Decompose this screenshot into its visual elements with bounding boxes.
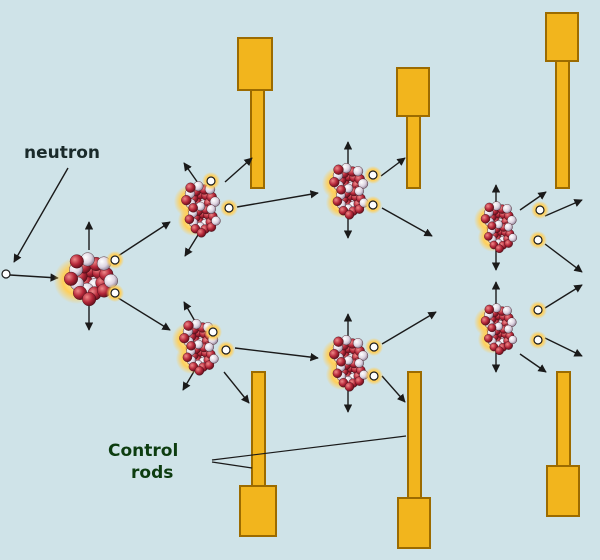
arrow: [183, 162, 199, 184]
arrow: [544, 199, 583, 217]
fission-nucleus-lower: [477, 322, 518, 356]
arrow: [519, 191, 547, 211]
fission-nucleus-lower: [177, 201, 221, 238]
emitted-neutron: [220, 199, 238, 217]
arrow: [381, 207, 433, 237]
emitted-neutron: [204, 323, 222, 341]
arrows: [9, 141, 583, 413]
control-rods-label-line2: rods: [131, 463, 173, 483]
control-rod: [546, 371, 580, 517]
fission-nucleus-lower: [325, 183, 369, 220]
arrow: [544, 337, 583, 357]
arrow: [183, 301, 197, 324]
fission-nucleus-lower: [175, 339, 219, 376]
arrow: [519, 353, 547, 373]
control-rods-label-line1: Control: [108, 441, 178, 461]
neutron-label: neutron: [24, 143, 100, 163]
emitted-neutron: [106, 251, 124, 269]
arrow: [224, 157, 253, 183]
emitted-neutron: [202, 172, 220, 190]
rods-pointer: [211, 435, 407, 461]
nucleus: [53, 252, 118, 307]
emitted-neutron: [364, 196, 382, 214]
emitted-neutron: [217, 341, 235, 359]
emitted-neutron: [106, 284, 124, 302]
arrow: [234, 347, 319, 362]
emitted-neutron: [365, 367, 383, 385]
arrow: [184, 234, 199, 257]
fission-nucleus-lower: [325, 355, 369, 392]
emitted-neutron: [365, 338, 383, 356]
arrow: [114, 295, 171, 331]
rods-pointer: [211, 461, 253, 469]
emitted-neutron: [531, 201, 549, 219]
control-rod: [239, 371, 277, 537]
emitted-neutron: [529, 301, 547, 319]
nuclei-layer: [53, 163, 549, 392]
control-rod: [237, 37, 273, 189]
emitted-neutron: [529, 231, 547, 249]
control-rod: [396, 67, 430, 189]
neutron-label-pointer: [13, 167, 69, 263]
arrow: [380, 157, 406, 177]
incoming-neutron: [1, 269, 11, 279]
arrow: [544, 243, 583, 273]
arrow: [9, 273, 59, 282]
control-rod: [545, 12, 579, 189]
arrow: [114, 221, 171, 259]
arrow: [381, 311, 437, 345]
fission-nucleus-lower: [477, 220, 518, 253]
arrow: [544, 284, 583, 309]
emitted-neutron: [529, 331, 547, 349]
arrow: [236, 190, 319, 208]
rods-label-pointers: [211, 435, 407, 469]
emitted-neutron: [364, 166, 382, 184]
control-rod: [397, 371, 431, 549]
arrow: [381, 375, 406, 403]
arrow: [223, 371, 250, 404]
